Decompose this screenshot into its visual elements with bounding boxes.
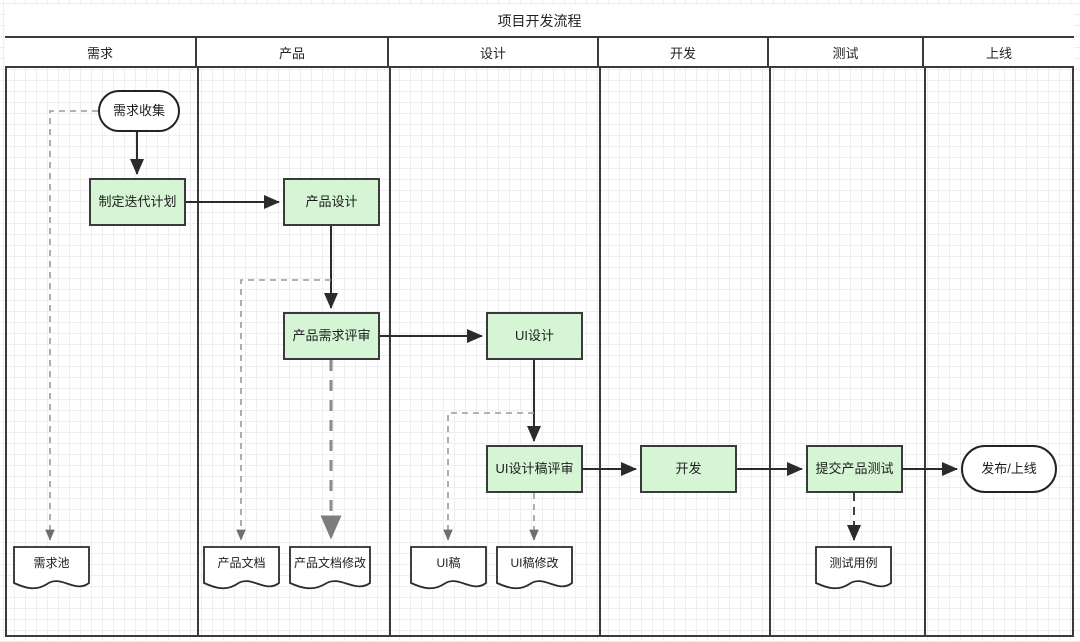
node-submit-test[interactable]: 提交产品测试: [806, 445, 903, 493]
lane-header-requirement[interactable]: 需求: [5, 38, 197, 68]
lane-divider-5: [924, 68, 926, 637]
document-shape-icon: [410, 546, 487, 590]
node-label: 产品需求评审: [292, 328, 371, 344]
node-label: UI设计稿评审: [495, 461, 574, 477]
node-iteration-plan[interactable]: 制定迭代计划: [89, 178, 186, 226]
node-ui-draft[interactable]: UI稿: [410, 546, 487, 592]
node-label: UI稿修改: [510, 555, 559, 570]
node-label: UI设计: [514, 328, 554, 344]
node-develop[interactable]: 开发: [640, 445, 737, 493]
node-label: 测试用例: [829, 555, 878, 570]
lane-divider-3: [599, 68, 601, 637]
node-label: 产品文档: [217, 555, 266, 570]
pool-title: 项目开发流程: [5, 5, 1074, 38]
lane-header-product[interactable]: 产品: [197, 38, 389, 68]
node-label: 需求池: [33, 555, 70, 570]
lane-header-test[interactable]: 测试: [769, 38, 924, 68]
node-label: 发布/上线: [981, 461, 1037, 477]
document-shape-icon: [289, 546, 371, 590]
document-shape-icon: [13, 546, 90, 590]
document-shape-icon: [203, 546, 280, 590]
node-requirement-pool[interactable]: 需求池: [13, 546, 90, 592]
node-label: 产品文档修改: [293, 555, 366, 570]
lane-header-design[interactable]: 设计: [389, 38, 599, 68]
node-product-review[interactable]: 产品需求评审: [283, 312, 380, 360]
node-product-doc-revise[interactable]: 产品文档修改: [289, 546, 371, 592]
lane-divider-1: [197, 68, 199, 637]
node-label: 产品设计: [305, 194, 358, 210]
node-test-case[interactable]: 测试用例: [815, 546, 892, 592]
node-label: UI稿: [436, 555, 461, 570]
node-ui-design[interactable]: UI设计: [486, 312, 583, 360]
lane-header-release[interactable]: 上线: [924, 38, 1074, 68]
node-label: 制定迭代计划: [98, 194, 177, 210]
node-label: 开发: [675, 461, 702, 477]
node-product-doc[interactable]: 产品文档: [203, 546, 280, 592]
lane-divider-2: [389, 68, 391, 637]
node-ui-review[interactable]: UI设计稿评审: [486, 445, 583, 493]
lane-header-dev[interactable]: 开发: [599, 38, 769, 68]
document-shape-icon: [496, 546, 573, 590]
node-ui-draft-revise[interactable]: UI稿修改: [496, 546, 573, 592]
node-label: 提交产品测试: [815, 461, 894, 477]
lane-divider-4: [769, 68, 771, 637]
document-shape-icon: [815, 546, 892, 590]
node-release[interactable]: 发布/上线: [961, 445, 1057, 493]
node-label: 需求收集: [112, 103, 165, 119]
node-product-design[interactable]: 产品设计: [283, 178, 380, 226]
node-requirement-collect[interactable]: 需求收集: [98, 90, 180, 132]
